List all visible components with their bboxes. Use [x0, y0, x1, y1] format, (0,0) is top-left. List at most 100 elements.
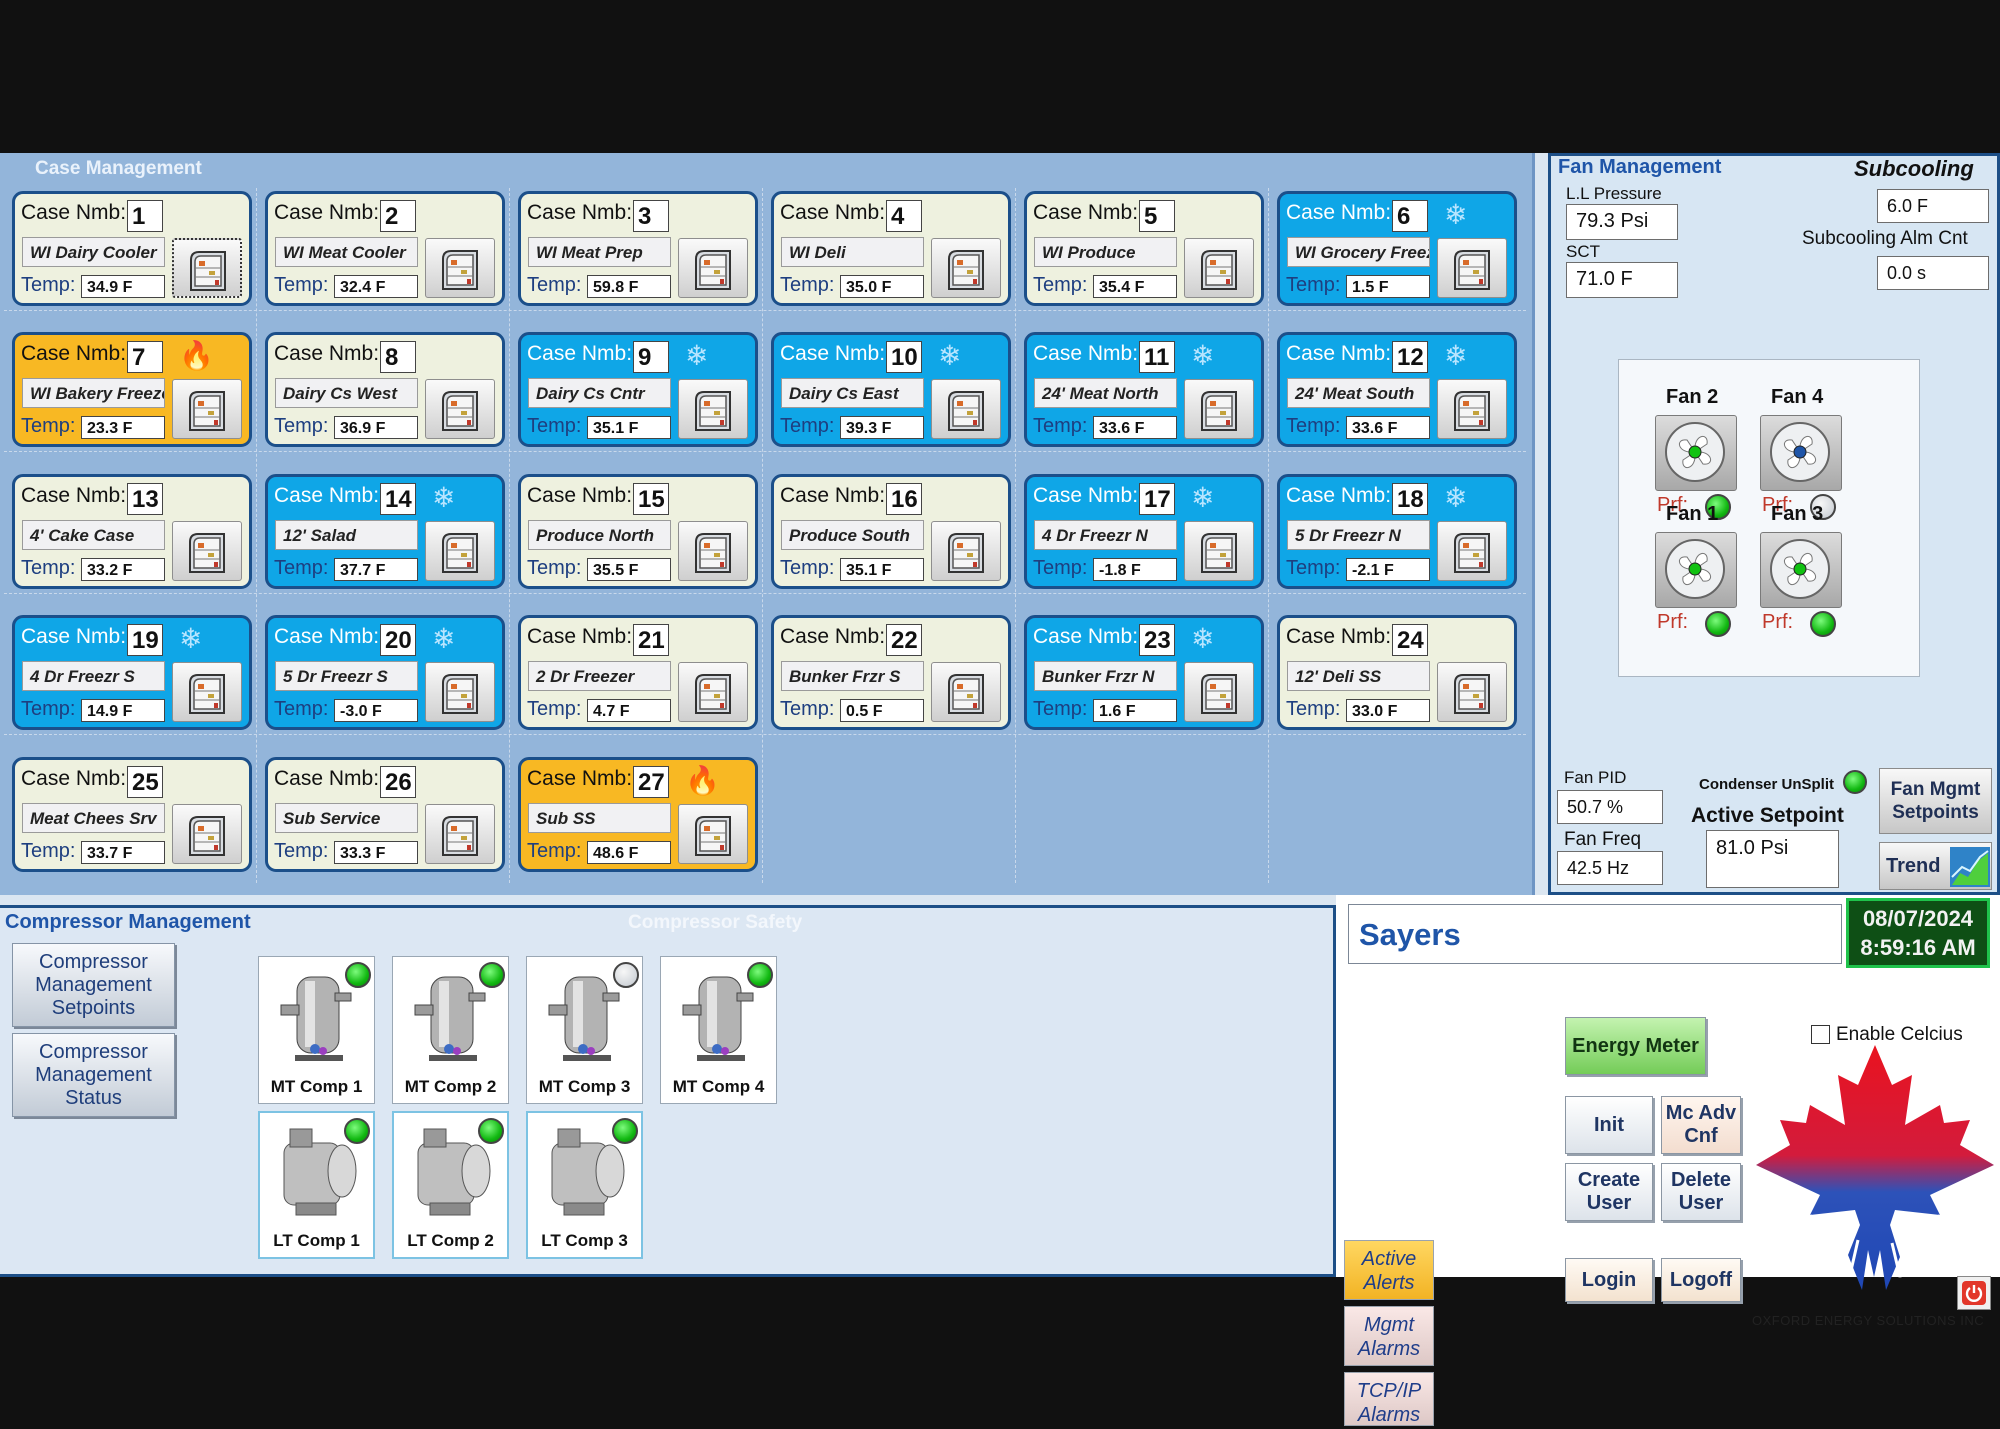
- compressor-status-button[interactable]: Compressor Management Status: [12, 1033, 175, 1117]
- compressor-tile[interactable]: MT Comp 3: [526, 956, 643, 1104]
- compressor-tile[interactable]: MT Comp 4: [660, 956, 777, 1104]
- compressor-tile[interactable]: MT Comp 2: [392, 956, 509, 1104]
- case-temp-value: 35.5 F: [587, 558, 671, 581]
- case-temp-value: 35.1 F: [587, 416, 671, 439]
- delete-user-button[interactable]: Delete User: [1661, 1163, 1741, 1221]
- power-button[interactable]: [1957, 1276, 1991, 1310]
- case-detail-button[interactable]: [425, 662, 495, 722]
- case-number-label: Case Nmb:: [1033, 484, 1139, 507]
- subcooling-alarm-value: 0.0 s: [1877, 256, 1989, 290]
- compressor-tile[interactable]: LT Comp 1: [258, 1111, 375, 1259]
- case-detail-button[interactable]: [931, 521, 1001, 581]
- case-detail-button[interactable]: [1437, 379, 1507, 439]
- prf-label: Prf:: [1762, 611, 1794, 633]
- case-detail-button[interactable]: [1184, 379, 1254, 439]
- case-detail-button[interactable]: [1437, 662, 1507, 722]
- case-detail-button[interactable]: [931, 662, 1001, 722]
- compressor-setpoints-button[interactable]: Compressor Management Setpoints: [12, 943, 175, 1027]
- fan-icon[interactable]: [1760, 532, 1842, 608]
- active-alerts-button[interactable]: Active Alerts: [1344, 1240, 1434, 1300]
- case-detail-button[interactable]: [425, 521, 495, 581]
- fan-icon[interactable]: [1760, 415, 1842, 491]
- case-name: Sub SS: [528, 803, 671, 833]
- case-number-label: Case Nmb:: [527, 342, 633, 365]
- case-detail-button[interactable]: [678, 379, 748, 439]
- case-detail-button[interactable]: [425, 804, 495, 864]
- fan-icon[interactable]: [1655, 415, 1737, 491]
- fan-mgmt-setpoints-button[interactable]: Fan Mgmt Setpoints: [1879, 768, 1992, 834]
- logoff-button[interactable]: Logoff: [1661, 1258, 1741, 1302]
- case-detail-button[interactable]: [931, 238, 1001, 298]
- tcpip-alarms-button[interactable]: TCP/IP Alarms: [1344, 1372, 1434, 1426]
- compressor-tile[interactable]: LT Comp 3: [526, 1111, 643, 1259]
- case-detail-button[interactable]: [425, 238, 495, 298]
- trend-button[interactable]: Trend: [1879, 842, 1992, 890]
- mgmt-alarms-button[interactable]: Mgmt Alarms: [1344, 1306, 1434, 1366]
- case-temp-value: 33.7 F: [81, 841, 165, 864]
- mc-adv-cnf-button[interactable]: Mc Adv Cnf: [1661, 1096, 1741, 1154]
- case-detail-button[interactable]: [1437, 521, 1507, 581]
- init-button[interactable]: Init: [1565, 1096, 1653, 1154]
- case-name: 4 Dr Freezr N: [1034, 520, 1177, 550]
- compressor-tile[interactable]: MT Comp 1: [258, 956, 375, 1104]
- snowflake-icon: ❄: [1444, 482, 1468, 513]
- energy-meter-button[interactable]: Energy Meter: [1565, 1017, 1706, 1075]
- case-detail-button[interactable]: [172, 379, 242, 439]
- case-detail-button[interactable]: [678, 521, 748, 581]
- case-number: 8: [380, 341, 416, 373]
- scroll-compressor-icon: [280, 976, 352, 1061]
- case-detail-button[interactable]: [1184, 238, 1254, 298]
- compressor-tile[interactable]: LT Comp 2: [392, 1111, 509, 1259]
- case-detail-button[interactable]: [678, 238, 748, 298]
- case-detail-button[interactable]: [172, 804, 242, 864]
- compressor-status-led: [478, 1118, 504, 1144]
- display-case-icon: [1201, 250, 1237, 290]
- case-detail-button[interactable]: [172, 662, 242, 722]
- compressor-status-led: [479, 962, 505, 988]
- fan-blade-icon: [1665, 539, 1725, 599]
- fan-icon[interactable]: [1655, 532, 1737, 608]
- case-temp-value: 4.7 F: [587, 699, 671, 722]
- case-detail-button[interactable]: [1437, 238, 1507, 298]
- case-detail-button[interactable]: [1184, 521, 1254, 581]
- case-detail-button[interactable]: [425, 379, 495, 439]
- case-detail-button[interactable]: [678, 662, 748, 722]
- case-detail-button[interactable]: [172, 521, 242, 581]
- create-user-button[interactable]: Create User: [1565, 1163, 1653, 1221]
- case-detail-button[interactable]: [1184, 662, 1254, 722]
- case-name: Meat Chees Srv: [22, 803, 165, 833]
- login-button[interactable]: Login: [1565, 1258, 1653, 1302]
- case-detail-button[interactable]: [172, 238, 242, 298]
- enable-celcius-checkbox[interactable]: [1811, 1025, 1830, 1044]
- case-detail-button[interactable]: [931, 379, 1001, 439]
- case-detail-button[interactable]: [678, 804, 748, 864]
- display-case-icon: [189, 533, 225, 573]
